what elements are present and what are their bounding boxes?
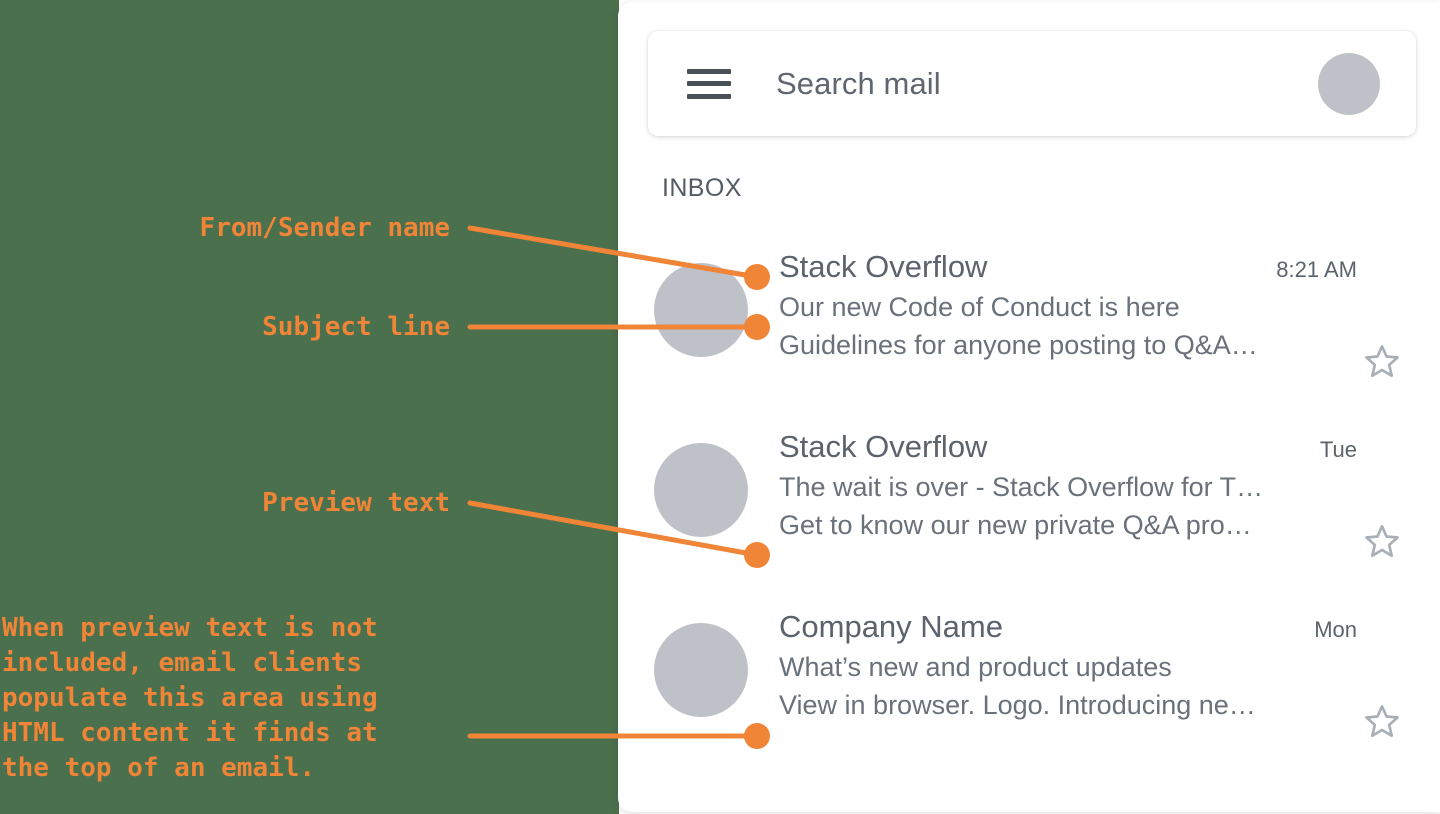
mail-app-panel: Search mail INBOX Stack Overflow 8:21 AM…: [618, 2, 1440, 812]
email-subject: What’s new and product updates: [779, 652, 1172, 682]
sender-name: Stack Overflow: [779, 249, 988, 284]
email-list-item[interactable]: Stack Overflow Tue The wait is over - St…: [618, 418, 1440, 598]
email-content: Stack Overflow Tue The wait is over - St…: [779, 429, 1357, 541]
green-backdrop: [0, 0, 619, 814]
email-header-line: Stack Overflow 8:21 AM: [779, 249, 1357, 285]
email-header-line: Company Name Mon: [779, 609, 1357, 645]
email-list-item[interactable]: Company Name Mon What’s new and product …: [618, 598, 1440, 778]
star-outline-icon[interactable]: [1362, 701, 1402, 741]
star-outline-icon[interactable]: [1362, 521, 1402, 561]
email-preview: Get to know our new private Q&A pro…: [779, 510, 1252, 540]
email-timestamp: Tue: [1319, 437, 1357, 462]
star-outline-icon[interactable]: [1362, 341, 1402, 381]
sender-avatar: [654, 443, 748, 537]
sender-name: Company Name: [779, 609, 1003, 644]
sender-avatar: [654, 263, 748, 357]
email-timestamp: 8:21 AM: [1276, 257, 1357, 282]
folder-label: INBOX: [662, 174, 742, 202]
email-content: Stack Overflow 8:21 AM Our new Code of C…: [779, 249, 1357, 361]
email-preview: View in browser. Logo. Introducing ne…: [779, 690, 1256, 720]
email-subject: Our new Code of Conduct is here: [779, 292, 1180, 322]
email-header-line: Stack Overflow Tue: [779, 429, 1357, 465]
hamburger-menu-icon[interactable]: [687, 68, 731, 99]
account-avatar[interactable]: [1318, 52, 1380, 115]
email-timestamp: Mon: [1314, 617, 1357, 642]
sender-avatar: [654, 623, 748, 717]
email-content: Company Name Mon What’s new and product …: [779, 609, 1357, 721]
email-list: Stack Overflow 8:21 AM Our new Code of C…: [618, 238, 1440, 778]
email-list-item[interactable]: Stack Overflow 8:21 AM Our new Code of C…: [618, 238, 1440, 418]
hamburger-bar: [687, 68, 731, 74]
hamburger-bar: [687, 93, 731, 99]
search-input[interactable]: Search mail: [776, 65, 941, 101]
email-subject: The wait is over - Stack Overflow for T…: [779, 472, 1264, 502]
search-bar[interactable]: Search mail: [648, 31, 1416, 136]
email-preview: Guidelines for anyone posting to Q&A…: [779, 330, 1258, 360]
hamburger-bar: [687, 81, 731, 86]
sender-name: Stack Overflow: [779, 429, 988, 464]
